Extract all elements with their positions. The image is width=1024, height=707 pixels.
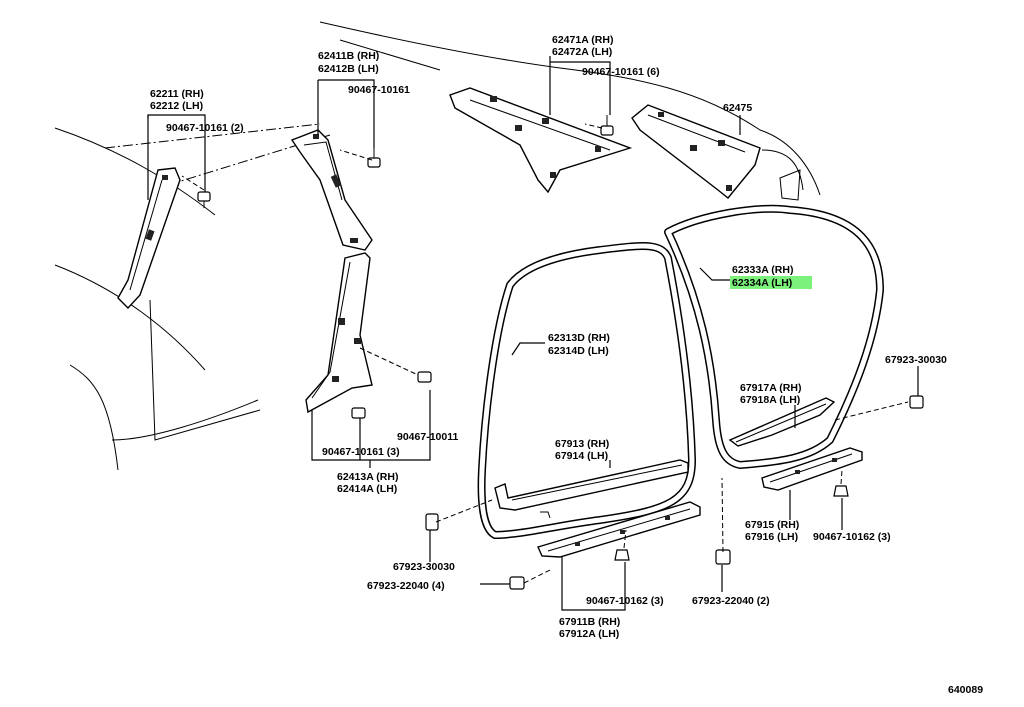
label-67917A[interactable]: 67917A (RH) <box>740 382 801 394</box>
rear-scuff-plate-inner <box>728 397 836 447</box>
label-67923-30030-right[interactable]: 67923-30030 <box>885 354 947 366</box>
roof-side-garnish <box>449 87 633 194</box>
front-step-plate <box>537 501 701 558</box>
label-62412B[interactable]: 62412B (LH) <box>318 63 379 75</box>
label-62472A[interactable]: 62472A (LH) <box>552 46 612 58</box>
label-67914[interactable]: 67914 (LH) <box>555 450 608 462</box>
clip-icon <box>425 513 439 531</box>
label-67918A[interactable]: 67918A (LH) <box>740 394 800 406</box>
label-90467-10161-6[interactable]: 90467-10161 (6) <box>582 66 660 78</box>
label-67912A[interactable]: 67912A (LH) <box>559 628 619 640</box>
label-62314D[interactable]: 62314D (LH) <box>548 345 609 357</box>
clip-icon <box>509 576 525 590</box>
label-62471A[interactable]: 62471A (RH) <box>552 34 613 46</box>
label-62334A[interactable]: 62334A (LH) <box>732 277 792 289</box>
label-62313D[interactable]: 62313D (RH) <box>548 332 610 344</box>
clips <box>197 115 924 590</box>
part-labels: 62211 (RH) 62212 (LH) 90467-10161 (2) 62… <box>150 34 983 696</box>
label-90467-10161-3[interactable]: 90467-10161 (3) <box>322 446 400 458</box>
label-67913[interactable]: 67913 (RH) <box>555 438 609 450</box>
label-leaders <box>147 56 919 611</box>
label-67911B[interactable]: 67911B (RH) <box>559 616 620 628</box>
clip-icon <box>833 485 849 497</box>
front-scuff-plate-inner <box>494 459 689 519</box>
label-62475[interactable]: 62475 <box>723 102 752 114</box>
label-62212[interactable]: 62212 (LH) <box>150 100 203 112</box>
label-90467-10011[interactable]: 90467-10011 <box>397 431 458 443</box>
label-62413A[interactable]: 62413A (RH) <box>337 471 398 483</box>
label-90467-10161-2[interactable]: 90467-10161 (2) <box>166 122 244 134</box>
label-67923-30030-left[interactable]: 67923-30030 <box>393 561 455 573</box>
front-door-weatherstrip <box>477 242 696 539</box>
label-67916[interactable]: 67916 (LH) <box>745 531 798 543</box>
label-90467-10162-3-right[interactable]: 90467-10162 (3) <box>813 531 891 543</box>
clip-icon <box>197 191 211 208</box>
label-67923-22040-2[interactable]: 67923-22040 (2) <box>692 595 770 607</box>
clip-icon <box>351 407 366 419</box>
quarter-window-garnish <box>631 104 761 199</box>
clip-icon <box>417 371 432 383</box>
figure-number: 640089 <box>948 684 983 696</box>
center-pillar-upper-garnish <box>290 129 373 251</box>
label-67923-22040-4[interactable]: 67923-22040 (4) <box>367 580 445 592</box>
rear-step-plate <box>761 447 863 491</box>
highlight-box <box>730 276 812 289</box>
label-62411B[interactable]: 62411B (RH) <box>318 50 379 62</box>
label-90467-10161[interactable]: 90467-10161 <box>348 84 410 96</box>
front-pillar-garnish <box>117 167 181 310</box>
clip-icon <box>600 115 614 136</box>
label-62211[interactable]: 62211 (RH) <box>150 88 204 100</box>
car-body-outline <box>54 21 821 471</box>
clip-icon <box>367 148 381 168</box>
label-62414A[interactable]: 62414A (LH) <box>337 483 397 495</box>
clip-icon <box>909 395 924 409</box>
label-67915[interactable]: 67915 (RH) <box>745 519 799 531</box>
label-62333A[interactable]: 62333A (RH) <box>732 264 793 276</box>
clip-icon <box>715 549 731 565</box>
label-90467-10162-3-center[interactable]: 90467-10162 (3) <box>586 595 664 607</box>
dashed-leader-lines <box>181 123 909 584</box>
rear-door-weatherstrip <box>664 204 884 469</box>
clip-icon <box>614 549 630 561</box>
center-pillar-lower-garnish <box>305 252 373 414</box>
